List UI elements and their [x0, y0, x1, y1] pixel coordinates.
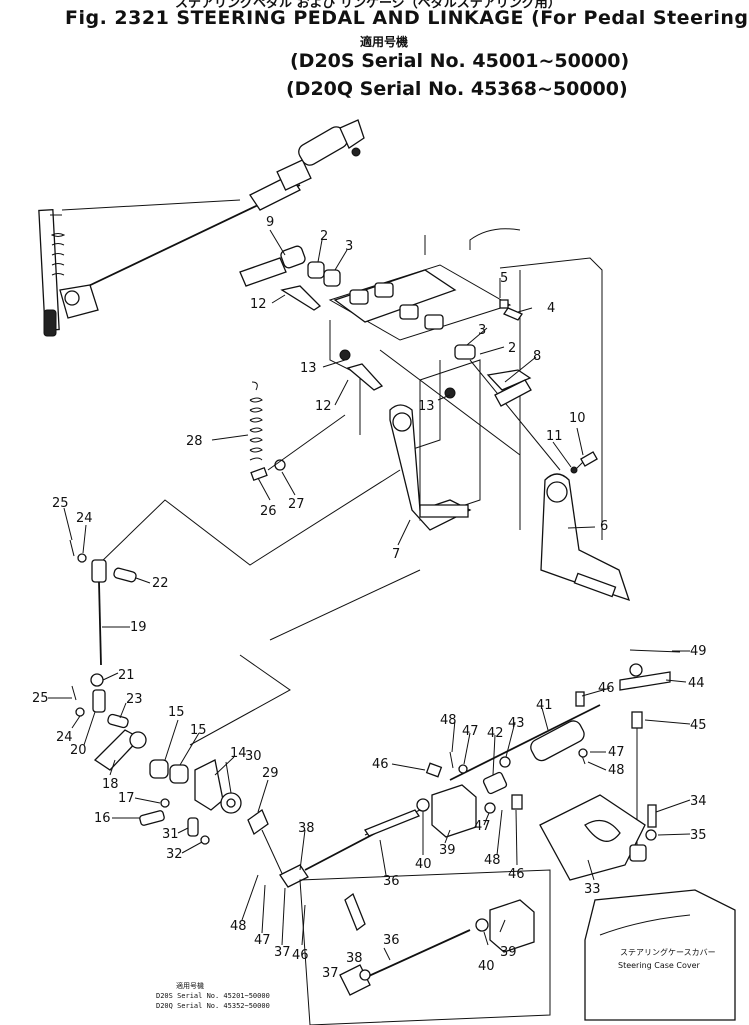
callout-40: 40: [478, 959, 495, 974]
leader-lines: [48, 229, 691, 961]
callout-32: 32: [166, 847, 183, 862]
callout-15: 15: [190, 723, 207, 738]
callout-47: 47: [608, 745, 625, 760]
callout-42: 42: [487, 726, 504, 741]
callout-43: 43: [508, 716, 525, 731]
callout-14: 14: [230, 746, 247, 761]
callout-46: 46: [372, 757, 389, 772]
callout-46: 46: [292, 948, 309, 963]
return-spring: [249, 381, 346, 481]
callout-15: 15: [168, 705, 185, 720]
callout-3: 3: [478, 323, 486, 338]
upper-cylinder-assembly: [38, 119, 365, 337]
callout-39: 39: [500, 945, 517, 960]
callout-41: 41: [536, 698, 553, 713]
callout-17: 17: [118, 791, 135, 806]
callout-21: 21: [118, 668, 135, 683]
callout-49: 49: [690, 644, 707, 659]
callout-11: 11: [546, 429, 563, 444]
cover-label-japanese: ステアリングケースカバー: [620, 947, 716, 957]
callout-12: 12: [315, 399, 332, 414]
callout-9: 9: [266, 215, 274, 230]
serial-range-d20s: (D20S Serial No. 45001~50000): [290, 50, 630, 72]
callout-46: 46: [508, 867, 525, 882]
callout-24: 24: [76, 511, 93, 526]
callout-3: 3: [345, 239, 353, 254]
upper-shaft-parts: [239, 245, 532, 407]
cover-label-english: Steering Case Cover: [618, 961, 701, 970]
callout-39: 39: [439, 843, 456, 858]
callout-45: 45: [690, 718, 707, 733]
callout-8: 8: [533, 349, 541, 364]
callout-47: 47: [474, 819, 491, 834]
callout-36: 36: [383, 874, 400, 889]
callout-31: 31: [162, 827, 179, 842]
callout-18: 18: [102, 777, 119, 792]
callout-25: 25: [32, 691, 49, 706]
callout-26: 26: [260, 504, 277, 519]
callout-19: 19: [130, 620, 147, 635]
callout-47: 47: [254, 933, 271, 948]
callout-5: 5: [500, 271, 508, 286]
callout-10: 10: [569, 411, 586, 426]
callout-48: 48: [440, 713, 457, 728]
inset-note-line2: D20Q Serial No. 45352~50000: [156, 1002, 270, 1010]
callout-13: 13: [418, 399, 435, 414]
inset-alternate-parts: 適用号機 D20S Serial No. 45201~50000 D20Q Se…: [156, 869, 551, 1025]
callout-37: 37: [322, 966, 339, 981]
steering-case-cover: ステアリングケースカバー Steering Case Cover: [584, 889, 736, 1021]
left-rod-assembly: [69, 469, 421, 845]
callout-36: 36: [383, 933, 400, 948]
callout-38: 38: [298, 821, 315, 836]
japanese-title: ステアリングペダル および リンケージ（ペダルステアリング用）: [175, 0, 561, 11]
callout-7: 7: [392, 547, 400, 562]
callout-47: 47: [462, 724, 479, 739]
callout-22: 22: [152, 576, 169, 591]
lower-linkage: [247, 649, 681, 888]
callout-28: 28: [186, 434, 203, 449]
serial-range-d20q: (D20Q Serial No. 45368~50000): [286, 78, 628, 100]
callout-6: 6: [600, 519, 608, 534]
callout-20: 20: [70, 743, 87, 758]
callout-46: 46: [598, 681, 615, 696]
callout-12: 12: [250, 297, 267, 312]
callout-numbers: 2 2 3 3 4 5 6 7 8 9 10 11 12 12 13 13 14…: [32, 215, 707, 981]
callout-33: 33: [584, 882, 601, 897]
callout-27: 27: [288, 497, 305, 512]
callout-34: 34: [690, 794, 707, 809]
callout-24: 24: [56, 730, 73, 745]
steering-pedals: [389, 404, 631, 602]
callout-44: 44: [688, 676, 705, 691]
callout-29: 29: [262, 766, 279, 781]
callout-35: 35: [690, 828, 707, 843]
callout-37: 37: [274, 945, 291, 960]
callout-48: 48: [484, 853, 501, 868]
figure-title: Fig. 2321 STEERING PEDAL AND LINKAGE (Fo…: [65, 7, 749, 29]
inset-note-label: 適用号機: [176, 981, 204, 990]
callout-38: 38: [346, 951, 363, 966]
callout-4: 4: [547, 301, 555, 316]
callout-40: 40: [415, 857, 432, 872]
inset-note-line1: D20S Serial No. 45201~50000: [156, 992, 270, 1000]
callout-25: 25: [52, 496, 69, 511]
callout-48: 48: [230, 919, 247, 934]
callout-23: 23: [126, 692, 143, 707]
callout-2: 2: [320, 229, 328, 244]
callout-13: 13: [300, 361, 317, 376]
callout-30: 30: [245, 749, 262, 764]
callout-48: 48: [608, 763, 625, 778]
applicable-label: 適用号機: [360, 35, 409, 49]
callout-2: 2: [508, 341, 516, 356]
callout-16: 16: [94, 811, 111, 826]
